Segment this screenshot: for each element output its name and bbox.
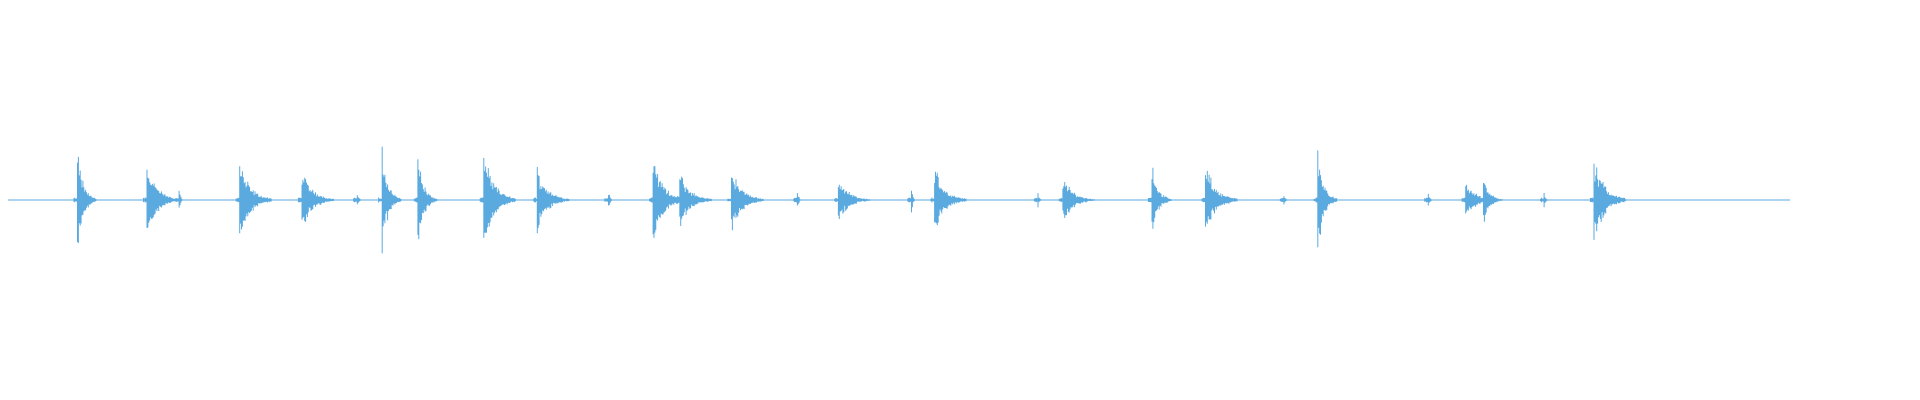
waveform-event-27 bbox=[1540, 193, 1548, 208]
waveform-event-14 bbox=[793, 193, 801, 206]
waveform-event-0 bbox=[73, 156, 97, 243]
waveform-event-10 bbox=[604, 194, 612, 206]
waveform-event-16 bbox=[907, 190, 915, 213]
waveform-event-2 bbox=[175, 190, 183, 208]
waveform-event-9 bbox=[533, 167, 570, 234]
waveform-event-24 bbox=[1424, 193, 1432, 206]
waveform-event-28 bbox=[1589, 163, 1626, 240]
waveform-event-15 bbox=[834, 184, 871, 219]
waveform-event-22 bbox=[1279, 196, 1288, 205]
waveform-event-7 bbox=[413, 159, 438, 240]
waveform-event-13 bbox=[727, 177, 764, 231]
waveform-event-18 bbox=[1033, 193, 1042, 208]
waveform-event-4 bbox=[297, 177, 334, 222]
waveform-event-26 bbox=[1479, 183, 1503, 222]
waveform-event-17 bbox=[930, 171, 967, 226]
waveform-events bbox=[73, 146, 1626, 254]
waveform-event-21 bbox=[1201, 170, 1238, 227]
waveform-event-19 bbox=[1058, 182, 1095, 218]
waveform-event-8 bbox=[479, 157, 516, 238]
waveform-event-12 bbox=[675, 176, 712, 226]
waveform-event-3 bbox=[235, 166, 272, 234]
waveform-event-20 bbox=[1147, 167, 1172, 229]
waveform-event-5 bbox=[353, 195, 361, 205]
waveform-event-23 bbox=[1313, 150, 1338, 248]
waveform-event-1 bbox=[142, 169, 179, 228]
waveform-event-6 bbox=[378, 146, 402, 254]
